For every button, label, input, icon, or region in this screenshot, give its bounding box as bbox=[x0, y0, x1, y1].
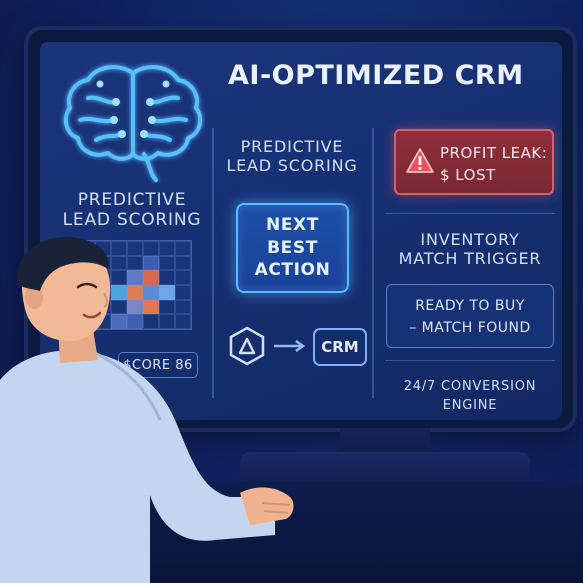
heatmap-cell bbox=[111, 299, 127, 315]
heatmap-cell bbox=[159, 241, 175, 256]
heatmap-cell bbox=[175, 299, 191, 315]
left-label-line1: PREDICTIVE bbox=[77, 190, 187, 210]
brain-icon bbox=[63, 65, 203, 182]
heatmap-cell bbox=[143, 270, 159, 285]
column-divider-left bbox=[212, 128, 214, 398]
heatmap-cell bbox=[111, 314, 127, 329]
profit-leak-alert[interactable]: PROFIT LEAK: $ LOST bbox=[394, 129, 554, 195]
left-label: PREDICTIVE LEAD SCORING bbox=[52, 190, 212, 231]
heatmap-cell bbox=[111, 270, 127, 285]
heatmap-cell bbox=[159, 270, 175, 285]
person-illustration bbox=[0, 236, 294, 583]
heatmap-cell bbox=[127, 314, 143, 329]
heatmap-cell bbox=[159, 285, 175, 300]
next-best-action-label: NEXT BEST ACTION bbox=[254, 214, 331, 281]
heatmap-cell bbox=[159, 255, 175, 271]
heatmap-cell bbox=[127, 255, 143, 271]
alert-text: PROFIT LEAK: $ LOST bbox=[440, 143, 552, 187]
heatmap-cell bbox=[143, 299, 159, 315]
crm-badge: CRM bbox=[313, 328, 367, 366]
heatmap-cell bbox=[111, 255, 127, 271]
arrow-right-icon bbox=[274, 339, 306, 353]
middle-label: PREDICTIVE LEAD SCORING bbox=[222, 137, 362, 175]
engine-line2: ENGINE bbox=[442, 397, 498, 413]
inventory-label: INVENTORY MATCH TRIGGER bbox=[385, 230, 555, 268]
heatmap-cell bbox=[111, 241, 127, 256]
ready-line2: – MATCH FOUND bbox=[409, 319, 531, 336]
heatmap-cell bbox=[175, 285, 191, 300]
warning-icon bbox=[406, 148, 434, 173]
middle-label-line2: LEAD SCORING bbox=[226, 156, 358, 176]
heatmap-cell bbox=[111, 285, 127, 300]
heatmap-cell bbox=[127, 241, 143, 256]
heatmap-cell bbox=[159, 314, 175, 329]
alert-line2: $ LOST bbox=[440, 165, 496, 184]
next-best-action-button[interactable]: NEXT BEST ACTION bbox=[236, 203, 349, 293]
heatmap-cell bbox=[127, 299, 143, 315]
heatmap-cell bbox=[175, 241, 191, 256]
engine-line1: 24/7 CONVERSION bbox=[403, 379, 537, 394]
row-divider-1 bbox=[385, 213, 555, 214]
heatmap-cell bbox=[127, 270, 143, 285]
column-divider-right bbox=[372, 128, 374, 398]
heatmap-cell bbox=[143, 255, 159, 271]
page-title: AI-OPTIMIZED CRM bbox=[228, 60, 524, 91]
left-label-line2: LEAD SCORING bbox=[62, 210, 202, 231]
alert-line1: PROFIT LEAK: bbox=[440, 144, 548, 162]
heatmap-cell bbox=[159, 299, 175, 315]
heatmap-cell bbox=[143, 241, 159, 256]
heatmap-cell bbox=[143, 285, 159, 300]
inventory-line1: INVENTORY bbox=[420, 230, 520, 249]
heatmap-cell bbox=[127, 285, 143, 300]
heatmap-cell bbox=[175, 255, 191, 271]
heatmap-cell bbox=[175, 270, 191, 285]
engine-label: 24/7 CONVERSION ENGINE bbox=[385, 378, 555, 416]
heatmap-cell bbox=[143, 314, 159, 329]
row-divider-2 bbox=[385, 360, 555, 361]
ready-line1: READY TO BUY bbox=[415, 298, 525, 314]
inventory-line2: MATCH TRIGGER bbox=[398, 249, 542, 269]
middle-label-line1: PREDICTIVE bbox=[240, 137, 344, 156]
hexagon-logo-icon bbox=[229, 326, 265, 366]
ready-to-buy-card[interactable]: READY TO BUY – MATCH FOUND bbox=[386, 284, 554, 348]
heatmap-cell bbox=[175, 314, 191, 329]
